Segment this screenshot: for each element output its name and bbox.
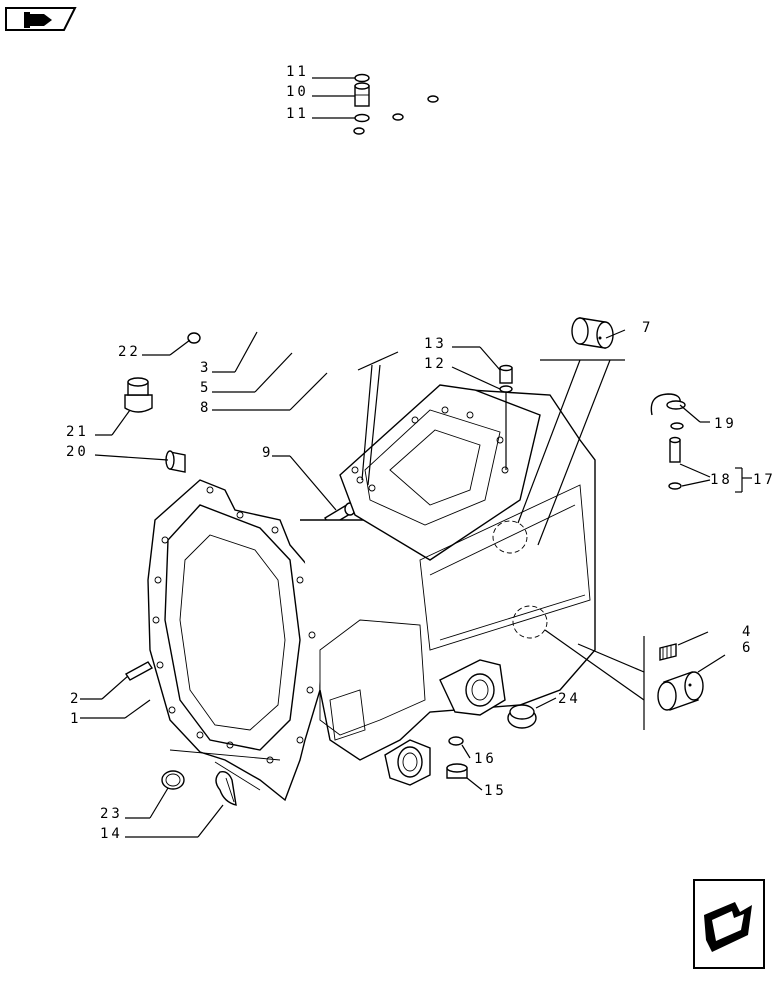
callout-2: 2: [70, 691, 81, 707]
callout-11-bottom: 11: [286, 106, 309, 122]
callout-7: 7: [642, 320, 653, 336]
o-ring-11-bottom: [354, 113, 370, 123]
leader-lines: [80, 77, 752, 838]
callout-11-top: 11: [286, 64, 309, 80]
fitting-18: [668, 436, 682, 490]
pipe-3: [251, 127, 365, 334]
pipe-8: [322, 95, 439, 376]
o-ring-11-top: [354, 73, 370, 83]
ring-12: [499, 385, 513, 393]
o-ring-22: [187, 332, 201, 344]
o-ring-16: [448, 736, 464, 746]
callout-16: 16: [474, 751, 497, 767]
cap-21: [124, 377, 153, 413]
cap-19: [650, 393, 686, 430]
plug-24: [507, 704, 537, 729]
ring-23: [161, 770, 185, 790]
callout-14: 14: [100, 826, 123, 842]
callout-21: 21: [66, 424, 89, 440]
pin-13: [499, 364, 513, 384]
cotter-pin-14: [215, 770, 237, 806]
pin-2: [124, 661, 154, 681]
book-navigation-icon[interactable]: [5, 7, 77, 31]
transmission-housing-1: [147, 384, 596, 802]
callout-23: 23: [100, 806, 123, 822]
callout-24: 24: [558, 691, 581, 707]
callout-12: 12: [424, 356, 447, 372]
callout-13: 13: [424, 336, 447, 352]
bushing-7: [571, 317, 614, 349]
arrow-navigation-icon[interactable]: [693, 879, 765, 969]
callout-labels: 11 10 11 22 3 5 8 21 20 9 13 12 7 19 18 …: [66, 64, 776, 842]
callout-17: 17: [753, 472, 776, 488]
plug-15: [446, 763, 468, 779]
callout-9: 9: [262, 445, 273, 461]
bushing-20: [165, 450, 186, 473]
callout-5: 5: [200, 380, 211, 396]
callout-15: 15: [484, 783, 507, 799]
callout-22: 22: [118, 344, 141, 360]
callout-20: 20: [66, 444, 89, 460]
callout-19: 19: [714, 416, 737, 432]
screw-4: [659, 643, 677, 661]
fitting-10: [354, 82, 370, 107]
callout-1: 1: [70, 711, 81, 727]
callout-6: 6: [742, 640, 753, 656]
callout-10: 10: [286, 84, 309, 100]
callout-8: 8: [200, 400, 211, 416]
callout-3: 3: [200, 360, 211, 376]
bushing-6: [657, 671, 704, 711]
callout-4: 4: [742, 624, 753, 640]
callout-18: 18: [710, 472, 733, 488]
